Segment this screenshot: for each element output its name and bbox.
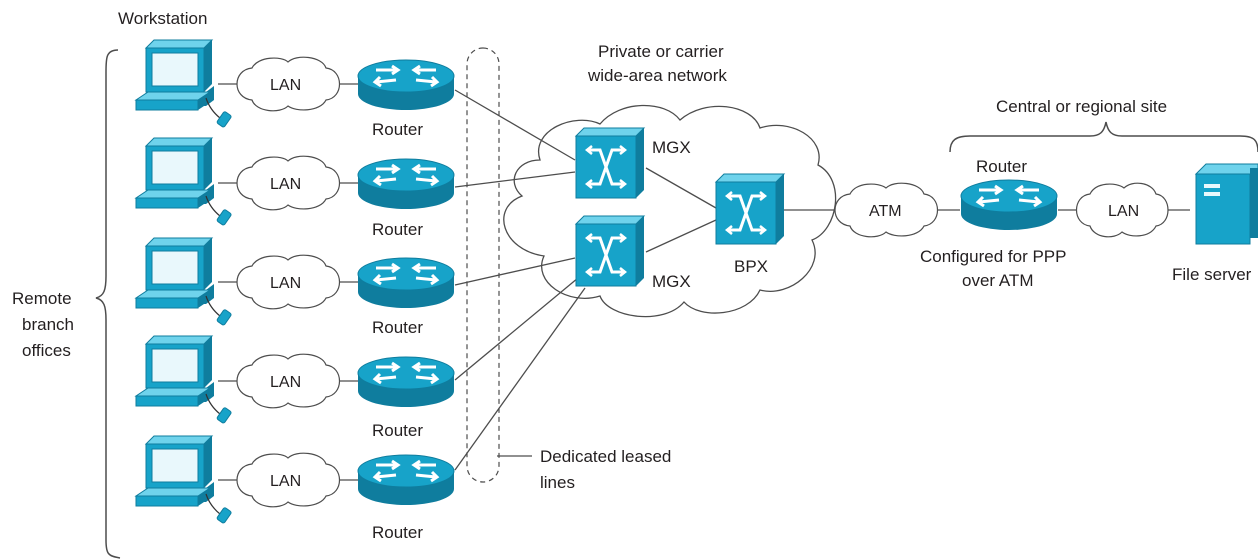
file-server-label: File server (1172, 265, 1252, 284)
leased-lines-label-line1: Dedicated leased (540, 447, 671, 466)
central-lan-label: LAN (1108, 203, 1139, 220)
router-icon (356, 355, 456, 409)
router-icon (356, 58, 456, 112)
central-router-icon (959, 178, 1059, 232)
configured-label-line1: Configured for PPP (920, 247, 1066, 266)
lan-label: LAN (270, 77, 301, 94)
central-site-brace (949, 121, 1258, 153)
atm-label: ATM (869, 203, 902, 220)
atm-cloud (834, 182, 938, 238)
leased-lines-label-line2: lines (540, 473, 575, 492)
remote-label-line2: branch (22, 315, 74, 334)
central-lan-cloud (1076, 182, 1169, 238)
central-router-label: Router (976, 157, 1027, 176)
router-icon (356, 453, 456, 507)
lan-label: LAN (270, 275, 301, 292)
configured-label-line2: over ATM (962, 271, 1033, 290)
workstation-icon (135, 335, 233, 425)
lan-label: LAN (270, 374, 301, 391)
router-icon (356, 157, 456, 211)
remote-label-line1: Remote (12, 289, 72, 308)
remote-offices-brace (95, 49, 121, 559)
connection-lines (218, 83, 1190, 481)
remote-label-line3: offices (22, 341, 71, 360)
mgx-label-bottom: MGX (652, 272, 691, 291)
lan-label: LAN (270, 473, 301, 490)
file-server-icon (1194, 163, 1258, 245)
workstation-icon (135, 39, 233, 129)
bpx-label: BPX (734, 257, 768, 276)
router-label: Router (372, 220, 423, 239)
lan-cloud (236, 353, 340, 409)
lan-label: LAN (270, 176, 301, 193)
central-site-label: Central or regional site (996, 97, 1167, 116)
workstation-icon (135, 435, 233, 525)
router-label: Router (372, 523, 423, 542)
workstation-icon (135, 237, 233, 327)
bpx-switch-icon (714, 172, 786, 246)
lan-cloud (236, 56, 340, 112)
wan-label-line1: Private or carrier (598, 42, 724, 61)
router-label: Router (372, 421, 423, 440)
lan-cloud (236, 155, 340, 211)
mgx-switch-icon (574, 214, 646, 288)
wan-label-line2: wide-area network (587, 66, 727, 85)
router-label: Router (372, 318, 423, 337)
leased-lines-marker (466, 47, 500, 483)
router-label: Router (372, 120, 423, 139)
workstation-icon (135, 137, 233, 227)
router-icon (356, 256, 456, 310)
mgx-label-top: MGX (652, 138, 691, 157)
lan-cloud (236, 452, 340, 508)
mgx-switch-icon (574, 126, 646, 200)
lan-cloud (236, 254, 340, 310)
workstation-label: Workstation (118, 9, 207, 28)
